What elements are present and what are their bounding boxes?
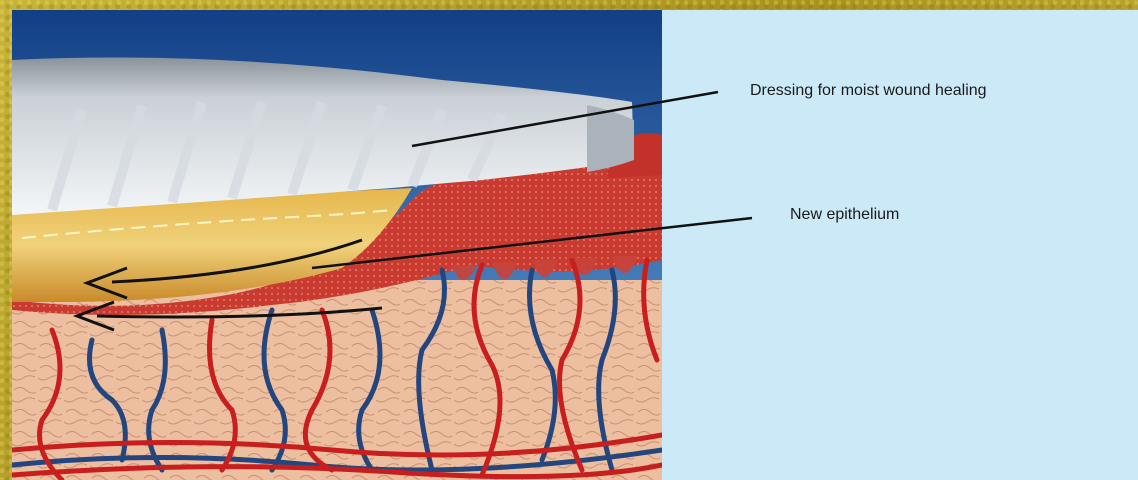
epithelium-label: New epithelium <box>790 206 899 224</box>
wound-healing-illustration <box>12 10 662 480</box>
dressing-label: Dressing for moist wound healing <box>750 82 987 100</box>
